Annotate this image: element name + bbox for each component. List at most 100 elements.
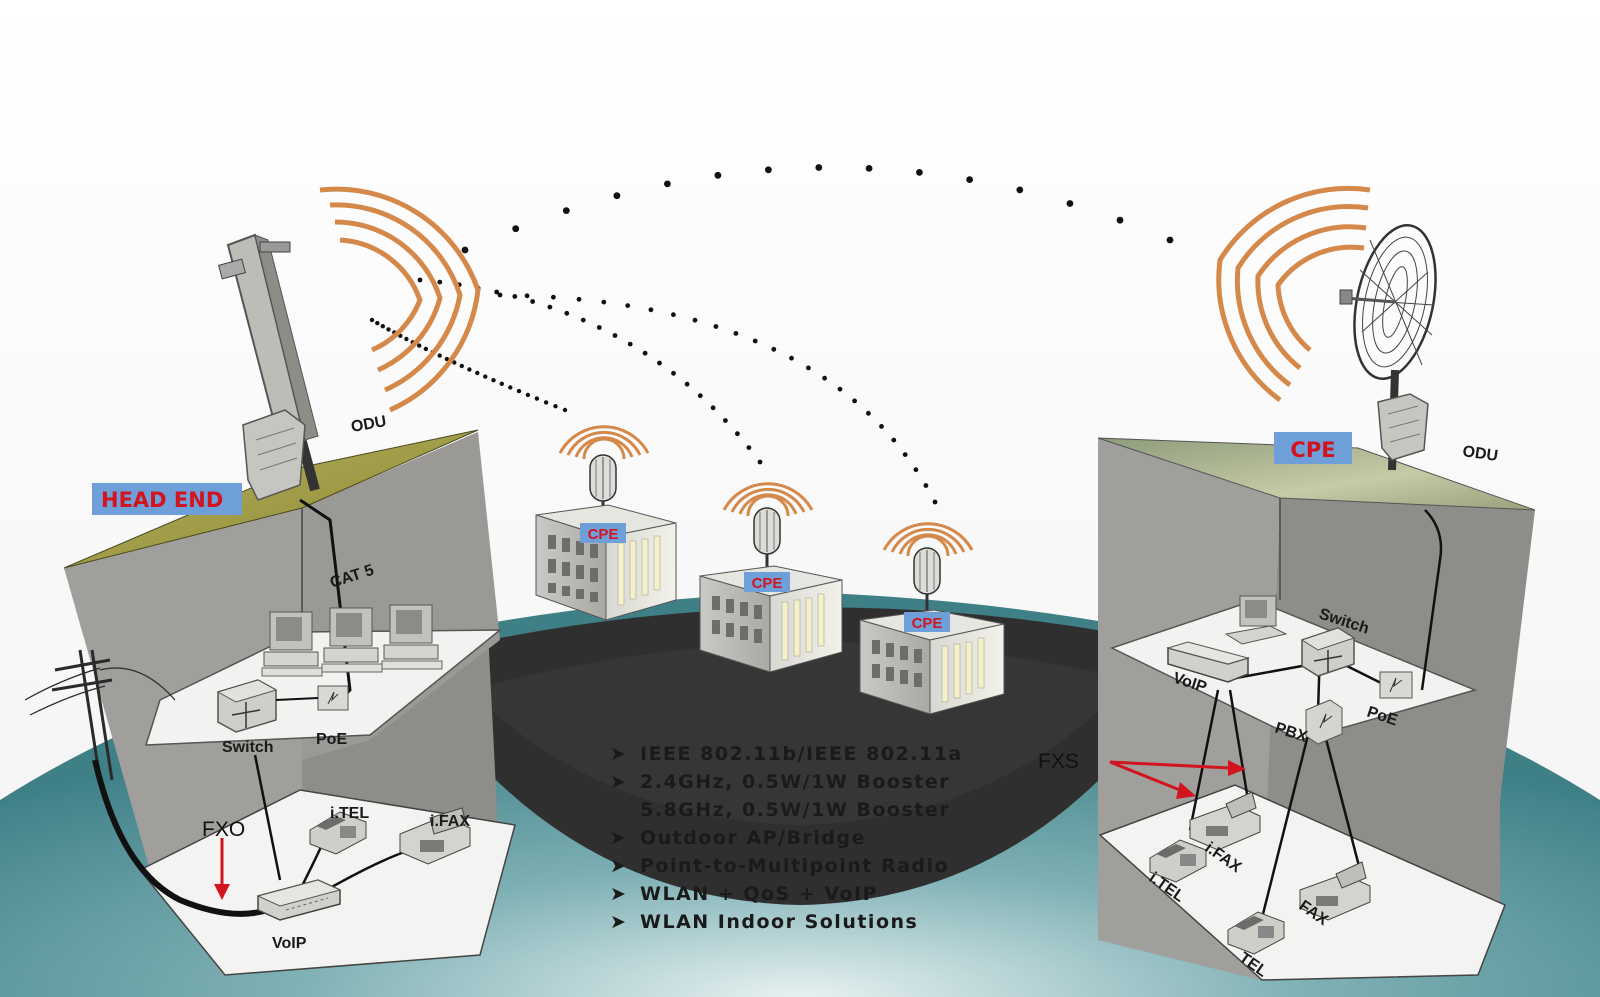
fxo-arrow [214, 838, 230, 900]
signal-dot [530, 299, 535, 304]
signal-dot [497, 292, 503, 298]
signal-dot [551, 294, 556, 300]
cpe-label-building-1: CPE [588, 526, 619, 543]
sector-antenna-icon [217, 233, 320, 501]
signal-dot [789, 355, 794, 361]
signal-dot [865, 165, 873, 172]
signal-dot [657, 360, 662, 366]
signal-dot [916, 169, 923, 176]
feature-bullet-6: ➤ [610, 883, 627, 905]
head-end-label-box [92, 483, 242, 515]
voip-gateway-icon [256, 879, 342, 921]
office-building-icon-1: CPE [535, 425, 677, 621]
signal-dot [512, 294, 518, 299]
feature-bullet-7: ➤ [610, 911, 627, 933]
feature-bullet-5: ➤ [610, 855, 627, 877]
right-middle-floor [1110, 599, 1478, 741]
signal-dot [733, 331, 739, 336]
signal-dot [625, 303, 631, 308]
signal-dot [417, 277, 423, 283]
signal-dot [437, 279, 443, 285]
signal-dot [684, 381, 690, 387]
phone-line-cable [92, 759, 282, 917]
telephone-icon [309, 811, 367, 855]
signal-dot [697, 393, 703, 399]
itel-label-left: i.TEL [330, 805, 369, 822]
signal-dot [534, 396, 540, 401]
signal-dot [562, 407, 568, 413]
signal-dot [467, 367, 472, 372]
signal-dot [524, 293, 530, 299]
signal-dot [601, 299, 607, 305]
signal-dot [1116, 216, 1124, 224]
cpe-label-building-3: CPE [912, 615, 943, 632]
signal-dot [562, 207, 570, 215]
network-switch-icon [1300, 627, 1356, 677]
signal-dot [913, 467, 919, 473]
poe-injector-icon [1379, 671, 1413, 699]
signal-dot [375, 320, 380, 326]
signal-dot [461, 246, 469, 254]
telephone-icon [1227, 911, 1285, 955]
feature-item-7: WLAN Indoor Solutions [640, 911, 918, 933]
pbx-icon [1305, 699, 1343, 745]
signal-dot [642, 350, 648, 356]
computer-icon [261, 611, 323, 677]
fax-machine-icon [1299, 861, 1371, 921]
signal-dot [757, 459, 763, 465]
signal-dot [423, 346, 429, 352]
signal-dot [459, 363, 464, 369]
computer-icon [321, 607, 383, 673]
signal-dot [386, 327, 391, 332]
feature-item-4: Outdoor AP/Bridge [640, 827, 866, 849]
feature-item-1: IEEE 802.11b/IEEE 802.11a [640, 743, 963, 765]
fxs-label: FXS [1038, 750, 1079, 773]
signal-dot [491, 378, 496, 383]
signal-dot [543, 400, 549, 405]
signal-dot [852, 398, 857, 404]
signal-dot [966, 176, 973, 184]
signal-dot [713, 324, 719, 329]
signal-dot [735, 431, 740, 437]
signal-dot [671, 370, 676, 376]
signal-dot [612, 333, 618, 338]
signal-dot [866, 410, 871, 416]
signal-dot [806, 365, 811, 371]
poe-label-left: PoE [316, 731, 347, 748]
network-switch-icon [216, 679, 278, 733]
right-roof [1097, 437, 1536, 511]
office-building-icon-2: CPE [699, 482, 843, 673]
voip-gateway-icon [1166, 641, 1250, 683]
signal-dot [723, 418, 728, 423]
signal-dot [771, 346, 777, 352]
signal-dot [692, 317, 698, 323]
signal-dot [1066, 200, 1074, 207]
signal-dot [404, 336, 409, 342]
signal-dot [417, 343, 422, 348]
poe-injector-icon [317, 685, 349, 711]
feature-item-5: Point-to-Multipoint Radio [640, 855, 949, 877]
voip-label-left: VoIP [272, 935, 307, 952]
signal-dot [714, 171, 722, 179]
panel-antenna-icon [913, 547, 941, 616]
odu-label-left: ODU [350, 413, 388, 436]
signal-dot [508, 385, 513, 390]
odu-box-left [242, 409, 306, 501]
telephone-icon [1149, 839, 1207, 883]
signal-dot [879, 424, 884, 429]
feature-item-2: 2.4GHz, 0.5W/1W Booster [640, 771, 950, 793]
odu-box-right [1377, 393, 1429, 461]
signal-dot [437, 353, 442, 358]
signal-dot [580, 317, 586, 323]
signal-dot [837, 386, 843, 392]
fax-machine-icon [399, 807, 471, 865]
computer-icon [381, 604, 443, 670]
signal-dot [648, 307, 654, 313]
feature-bullet-1: ➤ [610, 743, 627, 765]
signal-dot [627, 341, 633, 347]
signal-dot [932, 499, 938, 505]
signal-dot [902, 452, 908, 457]
signal-dot [547, 304, 553, 310]
grid-dish-antenna-icon [1339, 224, 1437, 471]
switch-label-left: Switch [222, 739, 274, 756]
